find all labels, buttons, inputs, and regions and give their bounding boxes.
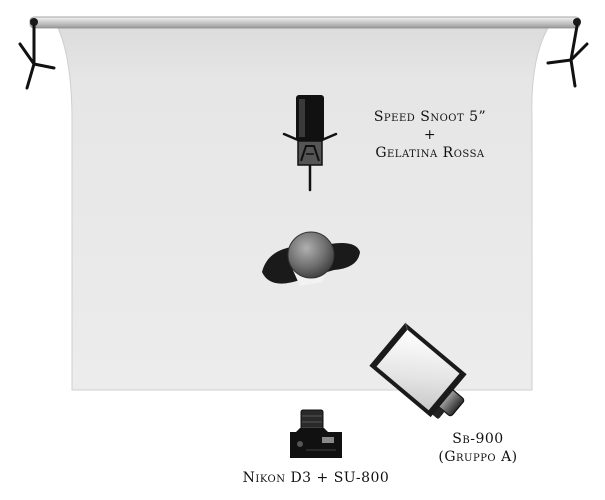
backdrop-roll-bar [29,16,581,29]
sb900-label-line1: Sb-900 [452,431,504,447]
speed-snoot-icon [282,95,338,192]
sb900-label-line2: (Gruppo A) [438,449,518,465]
backdrop-paper [57,27,549,391]
softbox-sb900-icon [369,322,467,419]
right-backdrop-stand-icon [546,24,589,88]
speed-snoot-label: Speed Snoot 5” + Gelatina Rossa [340,108,520,162]
speed-snoot-label-line1: Speed Snoot 5” [373,109,487,125]
speed-snoot-label-plus: + [423,127,437,143]
camera-label: Nikon D3 + SU-800 [242,470,390,486]
subject-person-icon [262,231,360,286]
speed-snoot-label-line3: Gelatina Rossa [375,145,485,161]
sb900-label: Sb-900 (Gruppo A) [408,430,548,466]
left-backdrop-stand-icon [18,24,56,90]
camera-nikon-d3-icon [290,409,342,458]
